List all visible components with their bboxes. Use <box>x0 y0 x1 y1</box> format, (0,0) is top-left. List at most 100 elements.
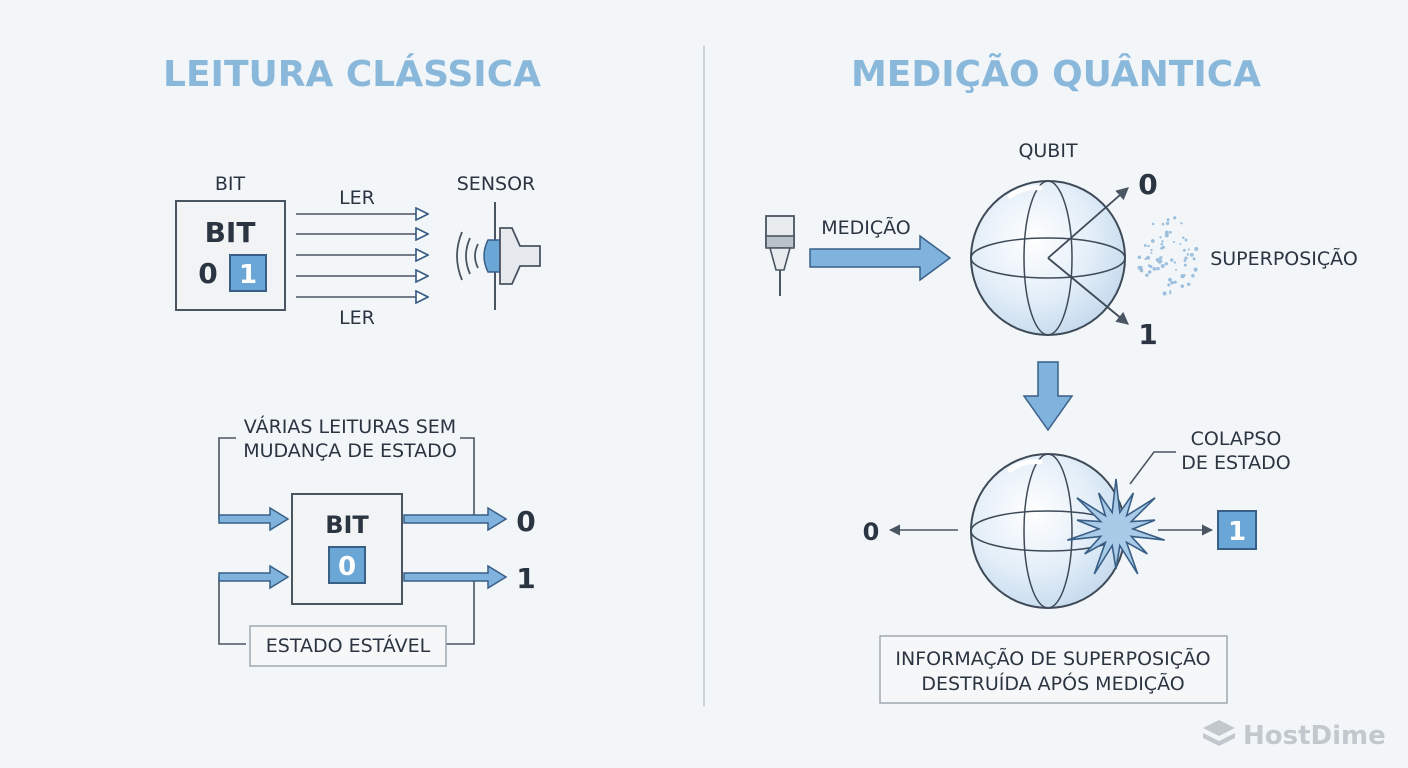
collapsed-sphere-icon <box>970 453 1126 609</box>
superposition-dot <box>1150 248 1153 252</box>
loop-input-arrow-bottom <box>218 564 290 590</box>
superposition-dot <box>1182 236 1185 240</box>
loop-bit-label: BIT <box>325 511 369 539</box>
collapse-burst-icon <box>1067 478 1165 575</box>
superposition-dot <box>1164 262 1168 266</box>
state-one: 1 <box>1138 318 1157 351</box>
superposition-dot <box>1156 266 1160 271</box>
collapse-label-line1: COLAPSO <box>1191 428 1282 450</box>
superposition-dot <box>1161 222 1165 226</box>
state-vectors <box>1047 187 1129 325</box>
bit-value-zero: 0 <box>198 257 217 290</box>
measurement-probe-icon <box>765 215 795 296</box>
superposition-dot <box>1150 239 1155 243</box>
classical-title: LEITURA CLÁSSICA <box>163 53 541 95</box>
collapse-down-arrow <box>1022 361 1074 432</box>
superposition-dot <box>1164 233 1169 238</box>
collapse-callout-line <box>1129 451 1176 485</box>
superposition-dot <box>1184 256 1188 260</box>
output-one: 1 <box>516 562 535 595</box>
superposition-dot <box>1159 256 1162 260</box>
loop-bit-value-box <box>328 546 366 584</box>
loop-bottom-right-line <box>446 577 475 645</box>
superposition-dot <box>1152 267 1157 271</box>
output-zero: 0 <box>516 505 535 538</box>
superposition-dot <box>1149 265 1153 269</box>
superposition-dot <box>1175 268 1177 271</box>
superposition-dot <box>1180 222 1183 225</box>
vector-to-zero <box>1047 187 1129 259</box>
superposition-dot <box>1139 268 1144 273</box>
superposition-dot <box>1173 216 1177 220</box>
superposition-dot <box>1143 244 1147 247</box>
stable-state-label: ESTADO ESTÁVEL <box>266 634 431 657</box>
collapsed-result-value: 1 <box>1228 517 1246 547</box>
collapse-label-line2: DE ESTADO <box>1181 452 1290 474</box>
classical-bit-box: BIT 0 1 <box>175 200 286 311</box>
superposition-dot <box>1164 230 1169 235</box>
hostdime-logo-icon <box>1203 720 1235 746</box>
superposition-dot <box>1173 280 1177 284</box>
superposition-dot <box>1168 277 1172 282</box>
bit-box-label: BIT <box>205 216 256 249</box>
superposition-dot <box>1150 251 1153 254</box>
vector-to-one <box>1047 257 1129 325</box>
superposition-dot <box>1173 261 1177 264</box>
superposition-dot <box>1169 290 1172 293</box>
output-arrow-zero <box>403 506 508 532</box>
superposition-dot <box>1160 243 1163 246</box>
bit-value-one: 1 <box>239 260 257 290</box>
superposition-dot <box>1182 273 1186 277</box>
superposition-dot <box>1170 280 1174 285</box>
qubit-label: QUBIT <box>1018 140 1078 162</box>
superposition-dot <box>1172 240 1176 243</box>
loop-input-arrow-top <box>218 506 290 532</box>
superposition-dot <box>1194 247 1199 251</box>
superposition-dot <box>1192 275 1195 278</box>
sensor-label: SENSOR <box>457 173 536 195</box>
superposition-dot <box>1191 253 1194 257</box>
superposition-label: SUPERPOSIÇÃO <box>1210 247 1358 270</box>
superposition-dot <box>1137 255 1142 260</box>
superposition-dot <box>1183 259 1187 262</box>
collapse-burst-shape <box>1067 478 1165 575</box>
stable-state-box: ESTADO ESTÁVEL <box>249 625 447 667</box>
superposition-dot <box>1145 273 1149 277</box>
superposition-dot <box>1167 283 1171 287</box>
bit-caption: BIT <box>215 173 246 195</box>
output-arrow-one <box>403 564 508 590</box>
superposition-dot <box>1144 257 1147 261</box>
superposition-dot <box>1169 291 1172 295</box>
collapsed-discarded-value: 0 <box>863 518 880 546</box>
loop-top-right-line <box>460 437 475 519</box>
loop-note-line1: VÁRIAS LEITURAS SEM <box>244 415 456 438</box>
superposition-dot <box>1193 267 1198 272</box>
superposition-dot <box>1160 264 1165 268</box>
state-zero: 0 <box>1138 168 1157 201</box>
superposition-dot <box>1182 248 1186 252</box>
superposition-dot <box>1158 259 1163 264</box>
info-line1: INFORMAÇÃO DE SUPERPOSIÇÃO <box>895 647 1210 670</box>
info-box: INFORMAÇÃO DE SUPERPOSIÇÃO DESTRUÍDA APÓ… <box>879 635 1228 704</box>
superposition-dot <box>1160 246 1164 250</box>
read-arrows <box>296 214 428 297</box>
loop-bit-value: 0 <box>338 552 356 582</box>
superposition-dot <box>1146 255 1151 260</box>
superposition-dot <box>1147 270 1152 274</box>
loop-arrows <box>218 506 508 590</box>
measurement-label: MEDIÇÃO <box>821 216 911 239</box>
superposition-dot <box>1147 244 1150 248</box>
superposition-dot <box>1180 284 1185 288</box>
superposition-dot <box>1184 238 1188 242</box>
measurement-arrow <box>809 234 952 282</box>
superposition-dot <box>1169 230 1172 234</box>
superposition-dot <box>1165 221 1170 226</box>
loop-top-left-line <box>218 437 236 519</box>
feedback-loop-lines <box>218 437 475 645</box>
superposition-dot <box>1187 248 1190 251</box>
quantum-title: MEDIÇÃO QUÂNTICA <box>851 53 1261 95</box>
superposition-dot <box>1186 253 1190 256</box>
superposition-dots-icon <box>1137 216 1199 296</box>
bit-value-highlight-box <box>229 254 267 292</box>
